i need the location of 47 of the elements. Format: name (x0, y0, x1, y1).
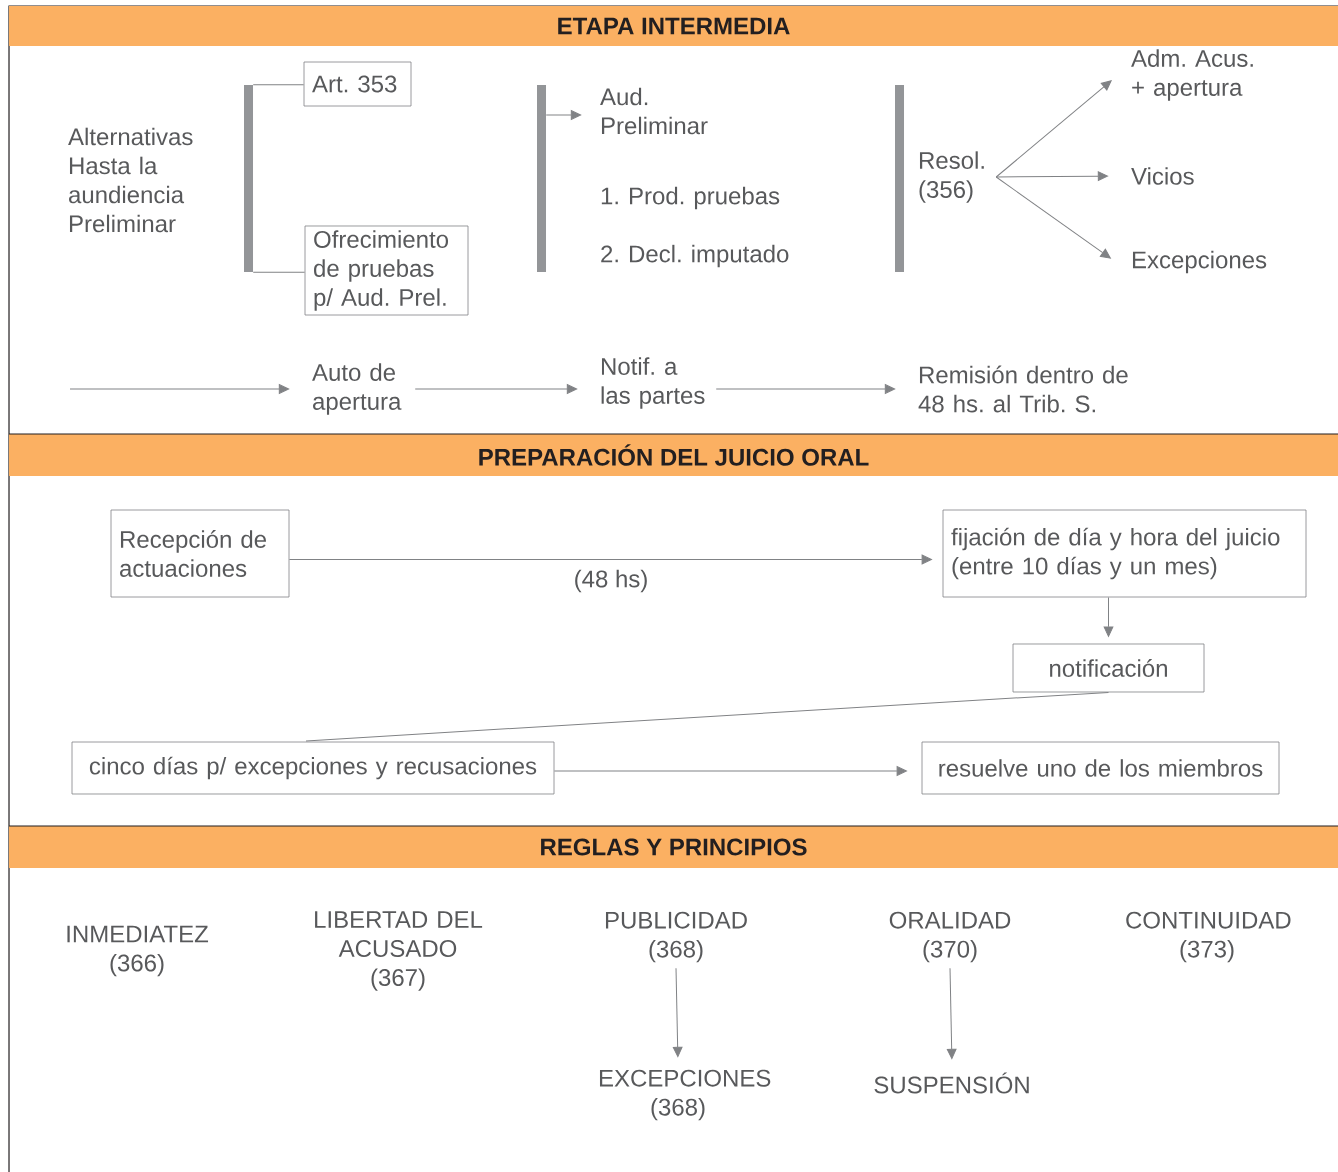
bracket-bar (244, 85, 253, 272)
step-text: Excepciones (1133, 250, 1267, 274)
process-box: Recepción de actuaciones (110, 509, 290, 598)
section-header-band: REGLAS Y PRINCIPIOS (9, 826, 1338, 868)
arrow (995, 171, 1109, 182)
arrow (553, 766, 907, 776)
principle-label: INMEDIATEZ (366) (67, 925, 209, 977)
principle-label: PUBLICIDAD (368) (606, 911, 747, 963)
arrow (1103, 596, 1114, 637)
arrow (715, 384, 896, 394)
connector-line (305, 691, 1109, 742)
section-header-band: ETAPA INTERMEDIA (9, 6, 1338, 46)
principle-label: EXCEPCIONES (368) (600, 1069, 771, 1121)
principle-label: ORALIDAD (370) (889, 911, 1011, 963)
bracket-bar (537, 85, 546, 272)
step-text: Adm. Acus. + apertura (1131, 49, 1253, 101)
step-text: Resol. (356) (919, 151, 984, 203)
arrow (288, 554, 932, 565)
step-text: 2. Decl. imputado (601, 244, 789, 268)
process-box: cinco días p/ excepciones y recusaciones (71, 741, 555, 795)
arrow (946, 967, 957, 1060)
arrow (545, 110, 582, 120)
step-text: Alternativas Hasta la aundiencia Preliminar (68, 127, 193, 233)
bracket-bar (895, 85, 904, 272)
step-text: Vicios (1131, 167, 1194, 185)
arrow (995, 176, 1111, 259)
arrow (672, 967, 683, 1058)
arrow (995, 80, 1112, 178)
process-box: Ofrecimiento de pruebas p/ Aud. Prel. (304, 225, 469, 316)
principle-label: LIBERTAD DEL ACUSADO (367) (315, 911, 483, 991)
arrow (414, 384, 578, 394)
principle-label: SUSPENSIÓN (874, 1072, 1029, 1094)
arrow (69, 384, 290, 394)
principle-label: CONTINUIDAD (373) (1126, 911, 1291, 963)
step-text: 1. Prod. pruebas (601, 186, 780, 210)
step-text: Remisión dentro de 48 hs. al Trib. S. (918, 365, 1128, 413)
step-text: Aud. Preliminar (600, 87, 708, 135)
process-box: Art. 353 (303, 61, 412, 107)
edge-label: (48 hs) (571, 567, 651, 595)
section-header-band: PREPARACIÓN DEL JUICIO ORAL (9, 434, 1338, 476)
connector-line (252, 84, 305, 86)
process-box: notificación (1012, 643, 1205, 693)
step-text: Notif. a las partes (601, 357, 705, 409)
process-box: fijación de día y hora del juicio (entre 10 días y un mes) (942, 509, 1307, 598)
connector-line (252, 271, 306, 273)
process-box: resuelve uno de los miembros (921, 741, 1280, 795)
step-text: Auto de apertura (312, 363, 402, 415)
